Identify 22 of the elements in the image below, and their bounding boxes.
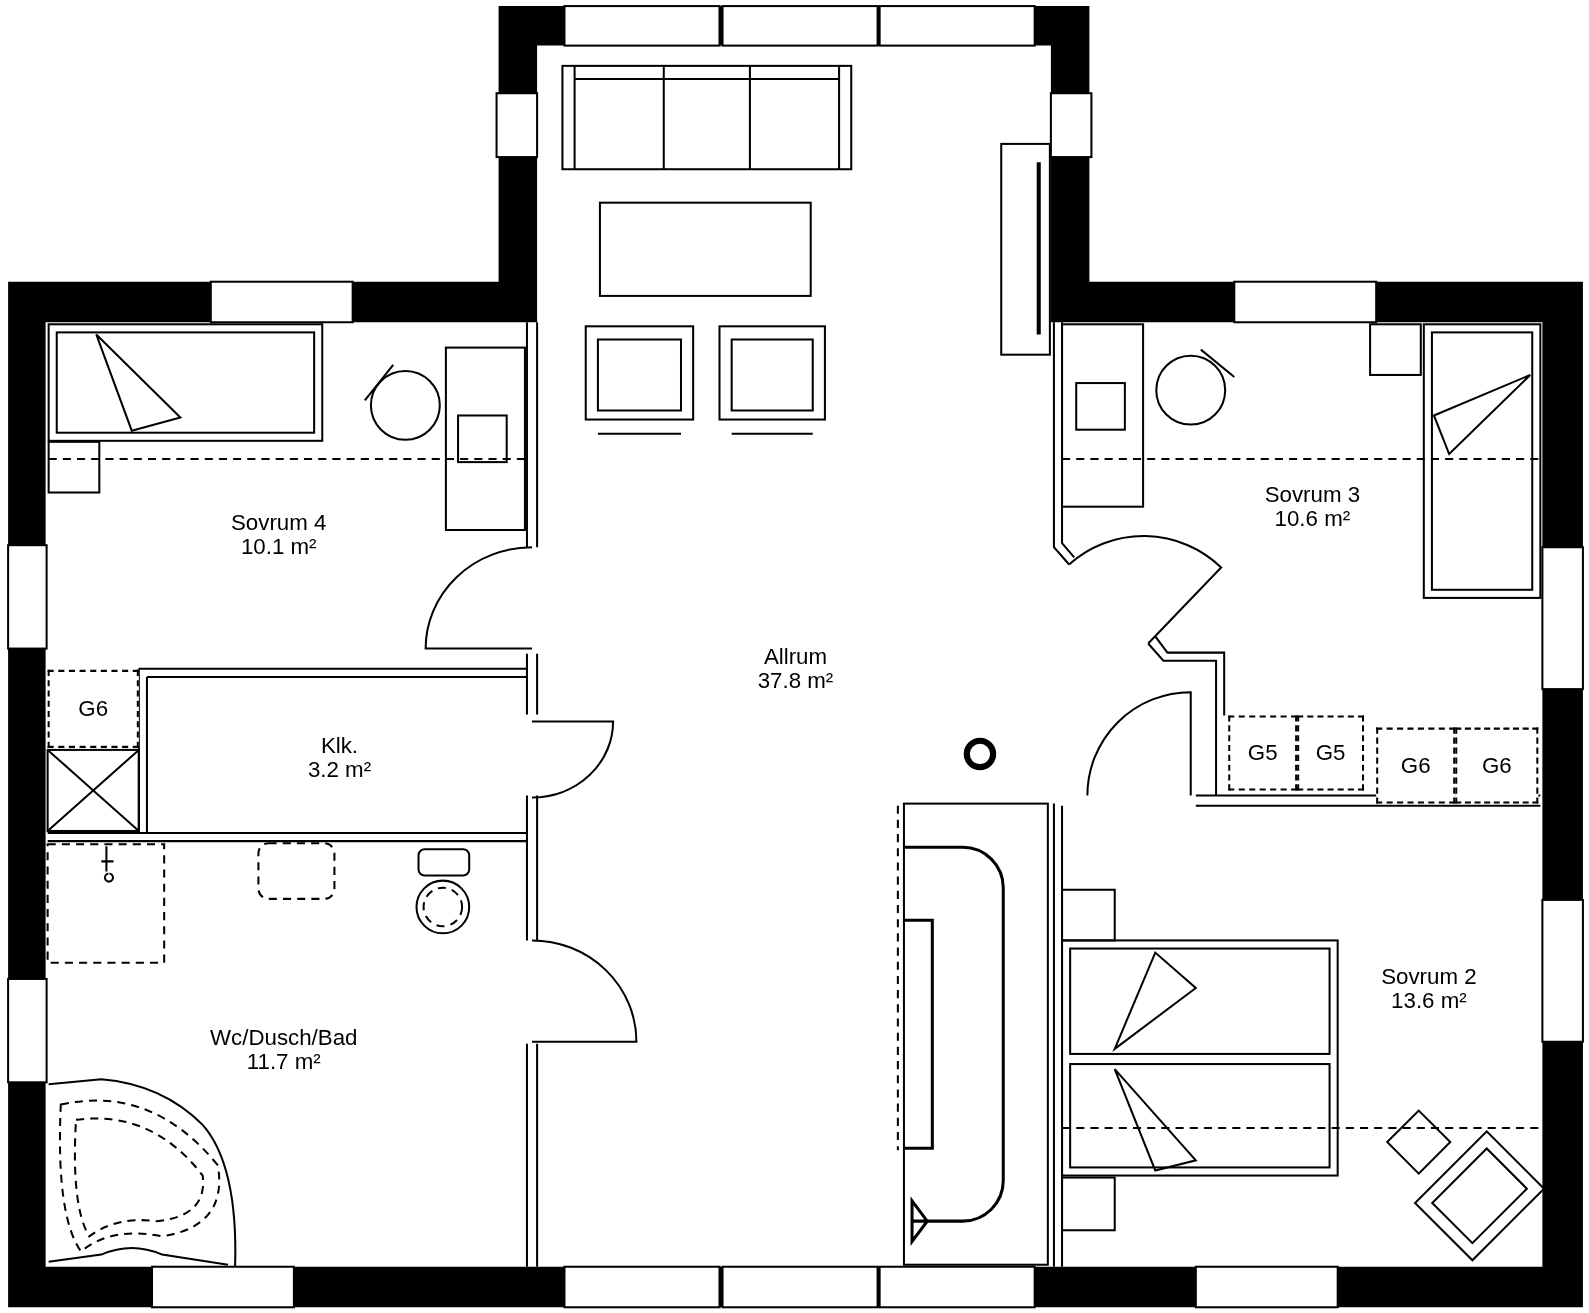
room-name: Wc/Dusch/Bad: [210, 1025, 358, 1050]
room-name: Allrum: [762, 644, 829, 669]
room-area: 10.6 m²: [1264, 506, 1361, 531]
room-name: Klk.: [319, 733, 360, 758]
closet: [47, 669, 139, 748]
closet-label: G5: [1247, 739, 1278, 767]
room-area: 10.1 m²: [230, 535, 327, 560]
closet-label: G5: [1315, 739, 1346, 767]
room-area: 3.2 m²: [307, 758, 372, 783]
room-area: 37.8 m²: [757, 668, 834, 694]
room-name: Sovrum 4: [230, 510, 327, 536]
closet-label: G6: [78, 695, 109, 723]
closet: [1376, 727, 1456, 804]
room-area: 11.7 m²: [210, 1049, 358, 1075]
room-name: Sovrum 3: [1264, 482, 1361, 507]
closet: [1455, 727, 1539, 804]
closet-label: G6: [1400, 752, 1431, 779]
closet: [1228, 715, 1298, 791]
room-area: 13.6 m²: [1381, 989, 1477, 1014]
closet-label: G6: [1481, 752, 1512, 779]
room-name: Sovrum 2: [1381, 964, 1477, 990]
closet: [1297, 715, 1365, 791]
